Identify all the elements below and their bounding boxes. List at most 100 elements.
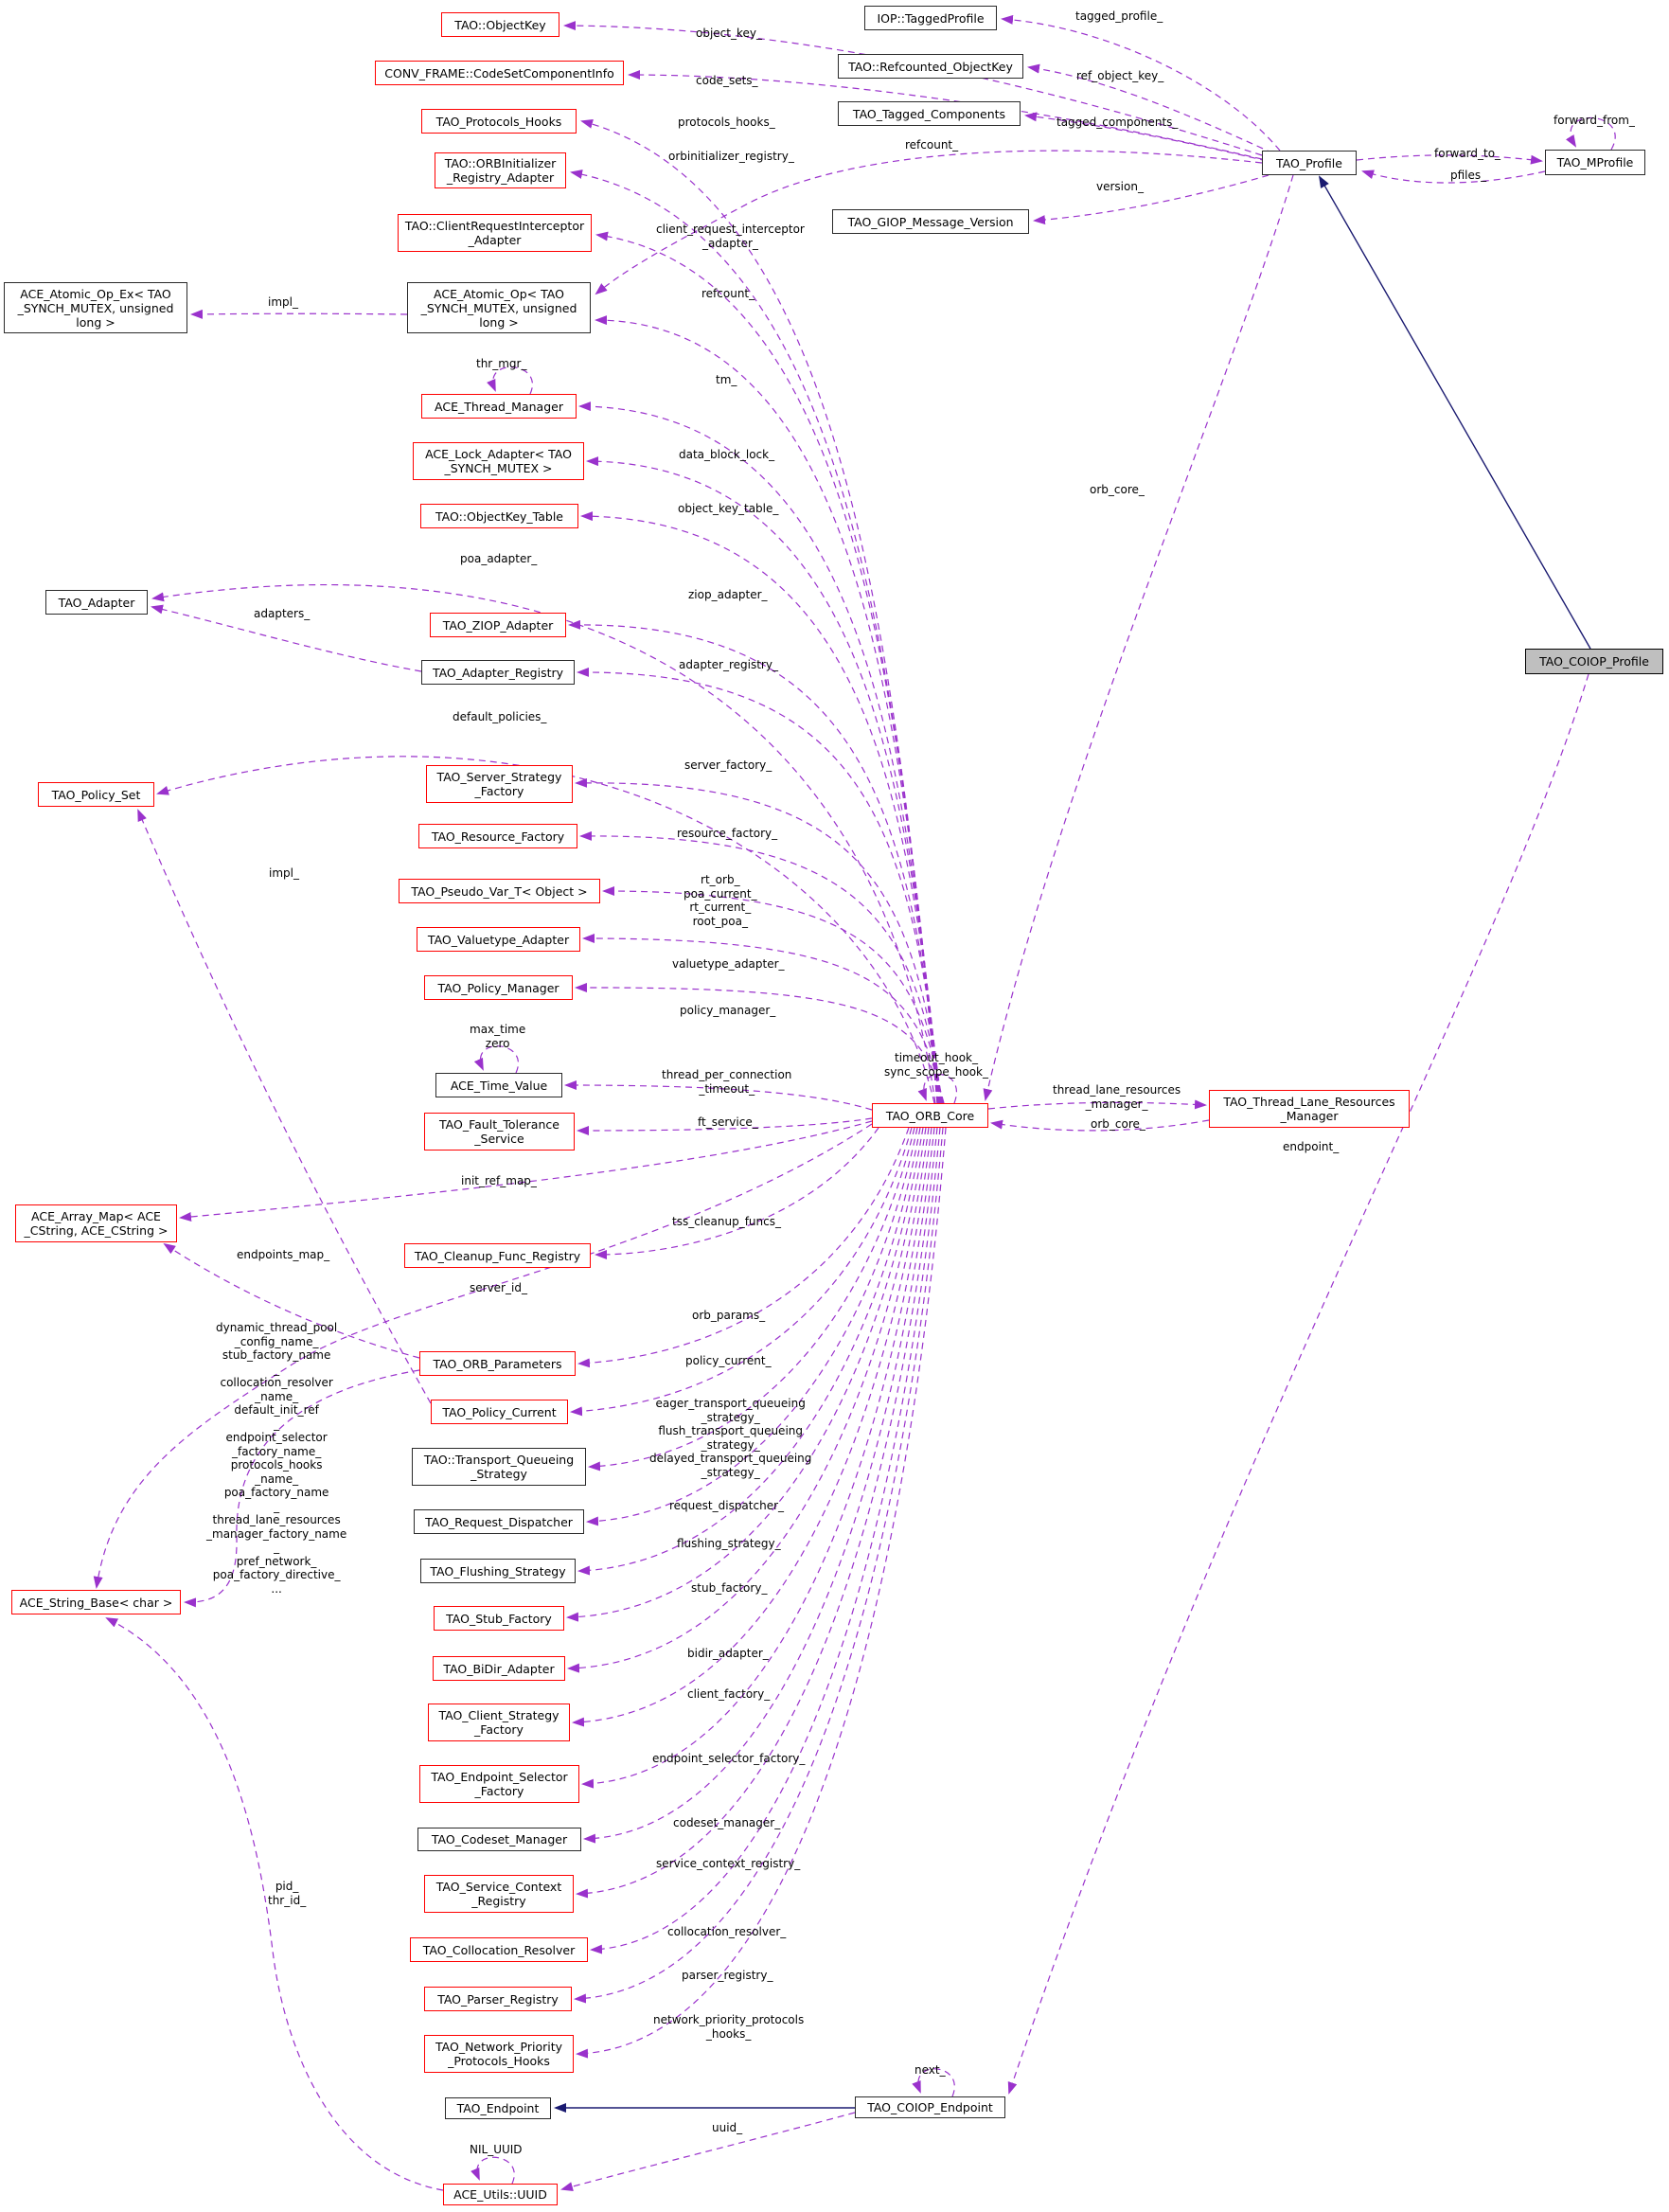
edge-label: adapter_registry_	[679, 658, 778, 671]
edge-pid-thr-id	[105, 1617, 444, 2191]
node-tao-coiop-endpoint[interactable]: TAO_COIOP_Endpoint	[855, 2096, 1005, 2118]
edge-label: service_context_registry_	[656, 1857, 801, 1870]
edge-ft-service	[577, 1117, 873, 1135]
edge-label: stub_factory_	[691, 1581, 768, 1595]
node-tao-request-dispatcher[interactable]: TAO_Request_Dispatcher	[414, 1509, 584, 1534]
node-conv-frame-codesetcomponentinfo[interactable]: CONV_FRAME::CodeSetComponentInfo	[375, 61, 624, 85]
node-tao-flushing-strategy[interactable]: TAO_Flushing_Strategy	[420, 1559, 576, 1583]
node-tao-giop-message-version[interactable]: TAO_GIOP_Message_Version	[832, 209, 1029, 234]
node-tao-mprofile[interactable]: TAO_MProfile	[1545, 150, 1645, 175]
node-tao-endpoint[interactable]: TAO_Endpoint	[445, 2097, 551, 2119]
edge-orbinitializer-registry	[570, 169, 938, 1104]
edge-label: ref_object_key_	[1076, 69, 1164, 82]
node-tao-collocation-resolver[interactable]: TAO_Collocation_Resolver	[410, 1937, 588, 1962]
node-tao-ziop-adapter[interactable]: TAO_ZIOP_Adapter	[430, 613, 566, 637]
edge-collocation-resolver	[590, 1127, 941, 1954]
node-ace-atomic-op-ex[interactable]: ACE_Atomic_Op_Ex< TAO _SYNCH_MUTEX, unsi…	[4, 282, 187, 333]
edge-impl-atomic	[190, 309, 408, 319]
edge-label: policy_manager_	[680, 1004, 776, 1017]
node-tao-adapter-registry[interactable]: TAO_Adapter_Registry	[421, 660, 575, 685]
edge-label: resource_factory_	[677, 827, 778, 840]
node-tao-bidir-adapter[interactable]: TAO_BiDir_Adapter	[433, 1656, 565, 1681]
node-ace-string-base[interactable]: ACE_String_Base< char >	[11, 1590, 181, 1614]
node-tao-network-priority-protocols-hooks[interactable]: TAO_Network_Priority _Protocols_Hooks	[424, 2035, 574, 2073]
node-tao-endpoint-selector-factory[interactable]: TAO_Endpoint_Selector _Factory	[419, 1765, 579, 1803]
node-tao-valuetype-adapter[interactable]: TAO_Valuetype_Adapter	[417, 927, 580, 952]
edge-refcount-orb-core	[595, 315, 939, 1104]
node-tao-resource-factory[interactable]: TAO_Resource_Factory	[418, 824, 577, 848]
node-ace-utils-uuid[interactable]: ACE_Utils::UUID	[443, 2184, 558, 2205]
edge-label: next_	[914, 2063, 946, 2077]
node-ace-time-value[interactable]: ACE_Time_Value	[435, 1073, 562, 1097]
edge-label: protocols_hooks_	[678, 116, 775, 129]
edge-label: max_time zero	[470, 1023, 526, 1050]
node-tao-policy-current[interactable]: TAO_Policy_Current	[431, 1400, 568, 1424]
node-ace-lock-adapter[interactable]: ACE_Lock_Adapter< TAO _SYNCH_MUTEX >	[413, 442, 584, 480]
edge-label: client_request_interceptor _adapter_	[656, 223, 805, 250]
edge-label: tagged_components_	[1056, 116, 1179, 129]
edge-label: server_factory_	[684, 758, 772, 772]
node-tao-orb-core[interactable]: TAO_ORB_Core	[872, 1103, 988, 1128]
node-tao-server-strategy-factory[interactable]: TAO_Server_Strategy _Factory	[426, 765, 573, 803]
edge-label: orb_params_	[692, 1309, 766, 1322]
node-tao-refcounted-objectkey[interactable]: TAO::Refcounted_ObjectKey	[838, 54, 1023, 79]
node-tao-service-context-registry[interactable]: TAO_Service_Context _Registry	[424, 1875, 574, 1913]
edge-tss-cleanup-funcs	[595, 1127, 879, 1259]
edge-label: forward_from_	[1554, 114, 1635, 127]
node-iop-taggedprofile[interactable]: IOP::TaggedProfile	[864, 6, 997, 30]
node-tao-codeset-manager[interactable]: TAO_Codeset_Manager	[417, 1828, 581, 1851]
node-tao-pseudo-var-t[interactable]: TAO_Pseudo_Var_T< Object >	[399, 879, 600, 903]
node-tao-cleanup-func-registry[interactable]: TAO_Cleanup_Func_Registry	[404, 1243, 591, 1268]
node-tao-orbinitializer-registry-adapter[interactable]: TAO::ORBInitializer _Registry_Adapter	[435, 152, 566, 188]
edge-forward-to	[1356, 154, 1543, 165]
node-tao-policy-manager[interactable]: TAO_Policy_Manager	[424, 975, 573, 1000]
edge-default-policies	[156, 756, 935, 1104]
node-tao-objectkey[interactable]: TAO::ObjectKey	[441, 12, 559, 37]
edge-label: tss_cleanup_funcs_	[672, 1215, 781, 1228]
edge-pfiles	[1361, 169, 1546, 184]
node-tao-profile[interactable]: TAO_Profile	[1262, 151, 1357, 175]
node-tao-thread-lane-resources-manager[interactable]: TAO_Thread_Lane_Resources _Manager	[1209, 1090, 1410, 1128]
node-tao-clientrequestinterceptor-adapter[interactable]: TAO::ClientRequestInterceptor _Adapter	[398, 214, 592, 252]
node-tao-adapter[interactable]: TAO_Adapter	[45, 590, 148, 615]
node-ace-array-map[interactable]: ACE_Array_Map< ACE _CString, ACE_CString…	[15, 1204, 177, 1242]
edge-label: valuetype_adapter_	[672, 957, 785, 971]
edge-orb-parameters-names	[184, 1369, 420, 1608]
edge-thr-mgr-loop	[487, 366, 533, 395]
edge-label: pid_ thr_id_	[268, 1880, 307, 1907]
edge-endpoint	[1007, 673, 1589, 2095]
node-tao-objectkey-table[interactable]: TAO::ObjectKey_Table	[420, 504, 578, 528]
edge-label: object_key_table_	[678, 502, 779, 515]
node-ace-atomic-op[interactable]: ACE_Atomic_Op< TAO _SYNCH_MUTEX, unsigne…	[407, 282, 591, 333]
edge-label: refcount_	[905, 138, 959, 152]
edge-label: timeout_hook_ sync_scope_hook_	[884, 1051, 988, 1079]
node-tao-coiop-profile[interactable]: TAO_COIOP_Profile	[1525, 649, 1663, 674]
node-tao-orb-parameters[interactable]: TAO_ORB_Parameters	[419, 1351, 576, 1376]
node-tao-protocols-hooks[interactable]: TAO_Protocols_Hooks	[421, 109, 577, 134]
edge-tagged-profile	[1001, 14, 1281, 152]
edge-next-loop	[912, 2068, 955, 2097]
edge-transport-queueing-strategies	[588, 1127, 915, 1472]
edge-service-context-registry	[576, 1127, 938, 1899]
edge-policy-current	[570, 1127, 913, 1417]
node-ace-thread-manager[interactable]: ACE_Thread_Manager	[421, 394, 577, 419]
edge-label: flushing_strategy_	[677, 1537, 781, 1550]
edge-request-dispatcher	[586, 1127, 918, 1526]
edge-label: tm_	[716, 373, 737, 386]
edge-label: endpoint_	[1283, 1140, 1340, 1153]
edge-label: policy_current_	[685, 1354, 772, 1367]
node-tao-parser-registry[interactable]: TAO_Parser_Registry	[424, 1987, 572, 2011]
edge-label: refcount_	[701, 287, 755, 300]
node-tao-tagged-components[interactable]: TAO_Tagged_Components	[838, 101, 1021, 126]
edge-impl-policy-set	[137, 809, 432, 1404]
node-tao-stub-factory[interactable]: TAO_Stub_Factory	[434, 1606, 564, 1631]
node-tao-transport-queueing-strategy[interactable]: TAO::Transport_Queueing _Strategy	[412, 1448, 586, 1486]
edge-label: adapters_	[254, 607, 311, 620]
edge-label: client_factory_	[687, 1687, 771, 1701]
edge-label: eager_transport_queueing _strategy_ flus…	[649, 1397, 812, 1479]
node-tao-client-strategy-factory[interactable]: TAO_Client_Strategy _Factory	[428, 1704, 570, 1741]
node-tao-fault-tolerance-service[interactable]: TAO_Fault_Tolerance _Service	[424, 1113, 575, 1151]
node-tao-policy-set[interactable]: TAO_Policy_Set	[38, 782, 154, 807]
